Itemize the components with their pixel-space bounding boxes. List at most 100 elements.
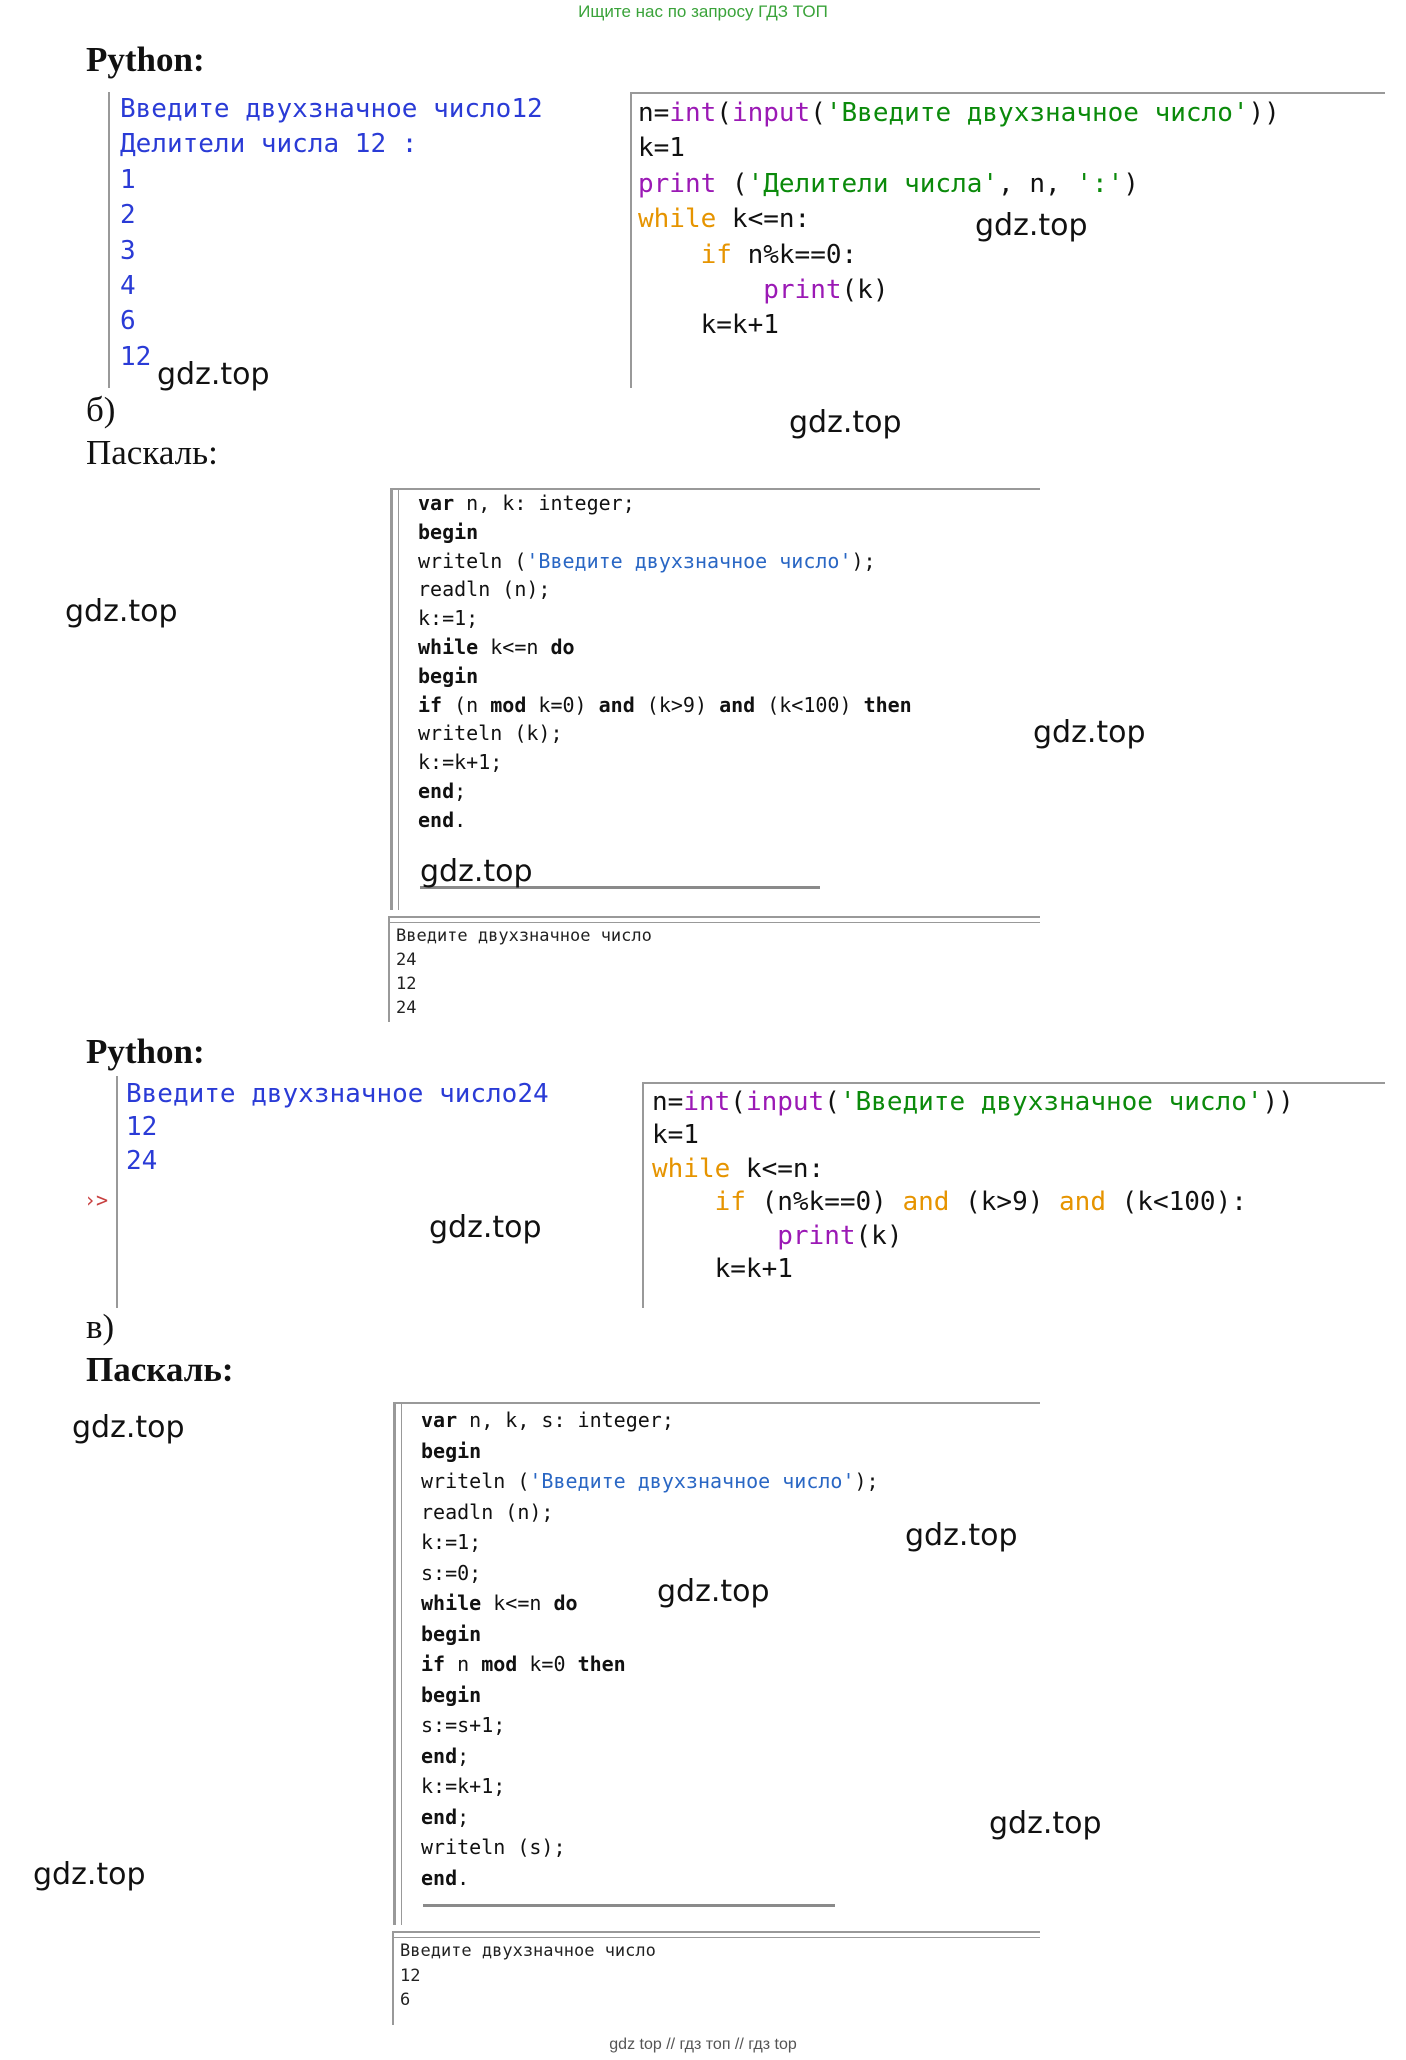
- code-token: writeln (: [421, 1469, 530, 1493]
- code-token: 'Введите двухзначное число': [529, 1469, 855, 1493]
- code-token: k=0): [526, 692, 599, 717]
- code-token: k=1: [652, 1120, 699, 1151]
- code-text: n=int(input('Введите двухзначное число')…: [638, 96, 1280, 344]
- code-token: 'Делители числа': [747, 168, 999, 199]
- code-token: 'Введите двухзначное число': [839, 1087, 1263, 1117]
- watermark: gdz.top: [789, 405, 902, 440]
- code-token: begin: [418, 663, 479, 688]
- code-token: do: [553, 1591, 578, 1615]
- code-token: ;: [457, 1804, 470, 1829]
- python-code-editor-1: n=int(input('Введите двухзначное число')…: [630, 92, 1385, 388]
- code-token: s:=s+1;: [421, 1713, 506, 1737]
- code-token: (k>9): [634, 692, 720, 717]
- watermark: gdz.top: [429, 1210, 542, 1245]
- code-text: n=int(input('Введите двухзначное число')…: [652, 1086, 1294, 1286]
- code-line: begin: [418, 662, 912, 691]
- code-line: begin: [418, 518, 912, 547]
- code-token: end: [421, 1804, 458, 1829]
- code-line: k=k+1: [652, 1253, 1294, 1286]
- code-token: n=: [638, 98, 670, 128]
- code-token: and: [1059, 1187, 1106, 1218]
- code-token: writeln (s);: [421, 1835, 566, 1859]
- console-output-line: 12: [400, 1965, 421, 1986]
- watermark: gdz.top: [72, 1410, 185, 1445]
- code-token: readln (n);: [421, 1499, 554, 1524]
- code-line: if (n%k==0) and (k>9) and (k<100):: [652, 1186, 1294, 1219]
- code-token: (: [716, 168, 748, 199]
- code-token: k<=n:: [716, 204, 811, 235]
- code-token: k<=n: [478, 634, 551, 659]
- code-token: k=0: [517, 1652, 578, 1676]
- shell-output-line: 12: [126, 1112, 158, 1143]
- code-line: var n, k, s: integer;: [421, 1405, 879, 1436]
- code-token: end: [421, 1865, 458, 1890]
- code-token: n, k: integer;: [454, 491, 635, 515]
- code-token: (n%k==0): [745, 1187, 903, 1218]
- code-token: .: [457, 1865, 470, 1890]
- code-token: , n,: [998, 168, 1077, 199]
- code-token: k=k+1: [714, 1254, 793, 1285]
- watermark: gdz.top: [657, 1574, 770, 1609]
- code-token: s:=0;: [421, 1560, 482, 1585]
- code-token: mod: [490, 692, 527, 717]
- code-line: print(k): [638, 273, 1280, 308]
- code-line: print ('Делители числа', n, ':'): [638, 167, 1280, 202]
- code-line: print(k): [652, 1220, 1294, 1253]
- shell-output-line: Введите двухзначное число12: [120, 94, 543, 124]
- code-line: if (n mod k=0) and (k>9) and (k<100) the…: [418, 691, 912, 720]
- code-token: begin: [421, 1682, 482, 1707]
- code-line: if n%k==0:: [638, 238, 1280, 273]
- label-v: в): [86, 1307, 115, 1346]
- shell-prompt: ›>: [84, 1188, 109, 1212]
- code-token: then: [577, 1652, 626, 1676]
- code-token: readln (n);: [418, 577, 551, 602]
- code-token: then: [863, 692, 912, 717]
- shell-output-line: Введите двухзначное число24: [126, 1079, 549, 1109]
- code-line: var n, k: integer;: [418, 489, 912, 518]
- code-token: (k): [841, 275, 889, 306]
- code-token: print: [638, 168, 717, 199]
- code-token: and: [719, 692, 756, 717]
- code-line: writeln (k);: [418, 719, 912, 748]
- code-token: writeln (k);: [418, 721, 563, 746]
- code-token: end: [418, 807, 455, 832]
- code-token: n, k, s: integer;: [457, 1408, 674, 1432]
- code-token: (k<100): [755, 692, 864, 717]
- code-token: and: [902, 1187, 950, 1218]
- code-line: k:=1;: [421, 1527, 879, 1558]
- code-token: (n: [442, 692, 491, 717]
- code-token: (k>9): [949, 1187, 1060, 1218]
- code-token: ;: [454, 778, 467, 803]
- code-token: k<=n: [481, 1591, 554, 1615]
- code-line: readln (n);: [418, 575, 912, 604]
- code-token: while: [652, 1153, 731, 1184]
- shell-output-line: 3: [120, 235, 136, 266]
- code-token: k:=1;: [421, 1530, 482, 1554]
- code-token: (k): [855, 1220, 903, 1251]
- code-token: int: [683, 1087, 731, 1117]
- code-token: (: [730, 1087, 746, 1117]
- code-token: writeln (: [418, 548, 527, 573]
- section-pascal-1: Паскаль:: [86, 433, 218, 472]
- code-token: begin: [418, 519, 479, 544]
- console-output-line: 12: [396, 974, 417, 994]
- console-output-line: Введите двухзначное число: [396, 926, 652, 946]
- code-line: while k<=n do: [421, 1588, 879, 1619]
- code-token: (k<100):: [1106, 1187, 1247, 1218]
- watermark: gdz.top: [905, 1518, 1018, 1553]
- code-token: n: [445, 1652, 482, 1676]
- code-line: k=k+1: [638, 308, 1280, 343]
- code-token: input: [731, 98, 811, 128]
- code-token: begin: [421, 1438, 482, 1463]
- code-line: while k<=n do: [418, 633, 912, 662]
- code-token: while: [418, 634, 479, 659]
- code-token: print: [777, 1220, 856, 1251]
- code-line: n=int(input('Введите двухзначное число')…: [652, 1086, 1294, 1119]
- code-token: end: [418, 778, 455, 803]
- watermark: gdz.top: [1033, 715, 1146, 750]
